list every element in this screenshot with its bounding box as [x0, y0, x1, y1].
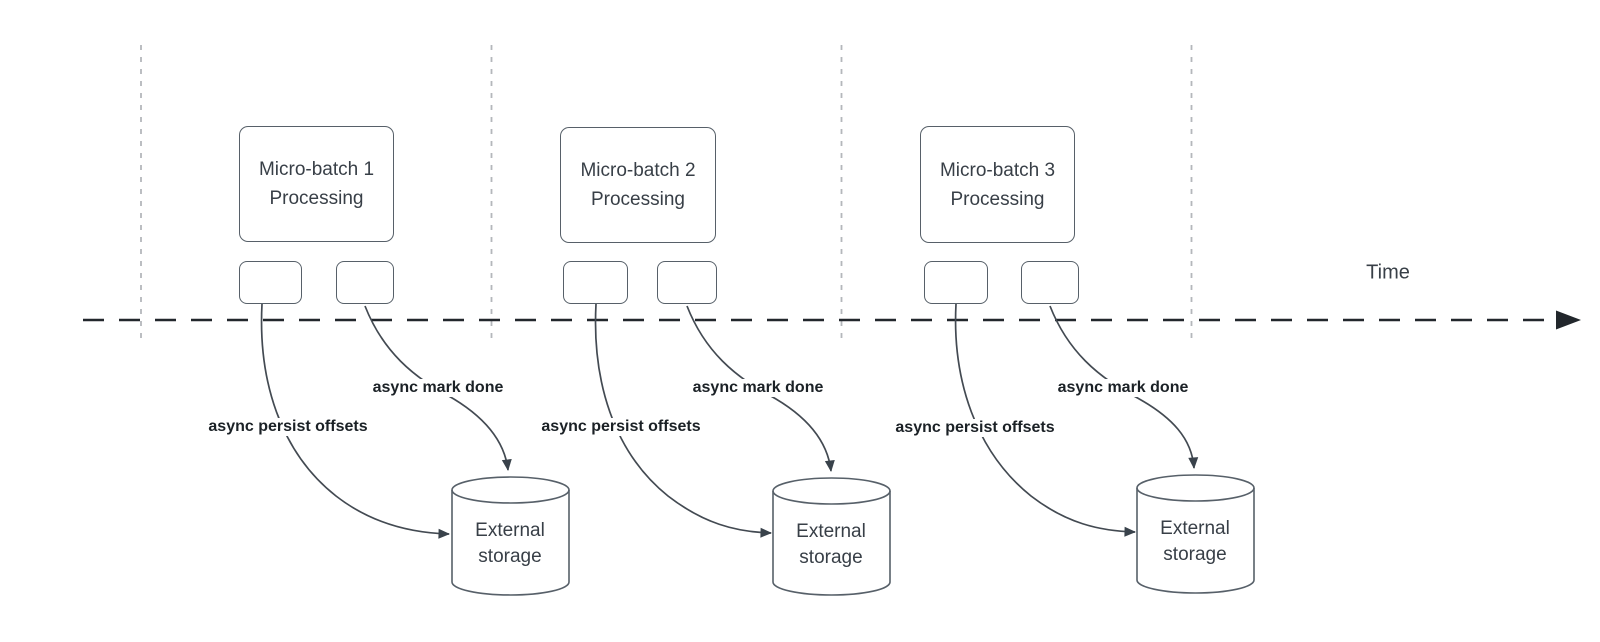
micro-batch-1-processing-node: Micro-batch 1 Processing	[239, 126, 394, 242]
persist-offsets-label-1: async persist offsets	[205, 418, 371, 436]
offset-commit-box-1a	[239, 261, 302, 304]
micro-batch-3-processing-node: Micro-batch 3 Processing	[920, 126, 1075, 243]
persist-offsets-arrow-1	[260, 303, 450, 539]
external-storage-label-3: External storage	[1160, 518, 1230, 565]
mark-done-label-3: async mark done	[1054, 379, 1192, 397]
storage-cylinder-2	[772, 477, 891, 596]
persist-offsets-arrow-2	[594, 303, 772, 538]
offset-commit-box-2a	[563, 261, 628, 304]
time-axis-arrowhead-icon	[1556, 310, 1581, 330]
offset-commit-box-1b	[336, 261, 394, 304]
mark-done-label-1: async mark done	[369, 379, 507, 397]
storage-cylinder-3	[1136, 474, 1255, 594]
external-storage-label-2: External storage	[796, 521, 866, 568]
mark-done-label-2: async mark done	[689, 379, 827, 397]
persist-offsets-label-3: async persist offsets	[892, 419, 1058, 437]
external-storage-label-1: External storage	[475, 520, 545, 567]
offset-commit-box-3b	[1021, 261, 1079, 304]
persist-offsets-label-2: async persist offsets	[538, 418, 704, 436]
persist-offsets-arrow-3	[954, 303, 1136, 537]
offset-commit-box-3a	[924, 261, 988, 304]
time-axis-label: Time	[1366, 261, 1410, 284]
micro-batch-2-processing-node: Micro-batch 2 Processing	[560, 127, 716, 243]
offset-commit-box-2b	[657, 261, 717, 304]
storage-cylinder-1	[451, 476, 570, 596]
